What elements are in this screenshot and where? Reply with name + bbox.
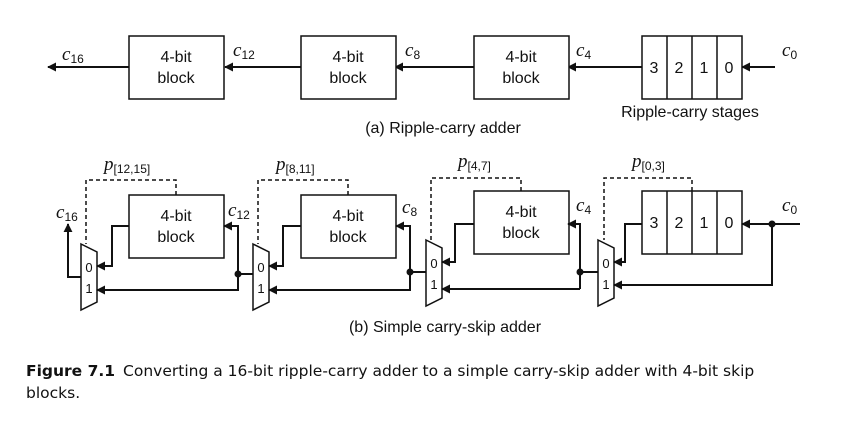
label-p4-7: p[4,7] [456,151,491,173]
block-4-7: 4-bit block [473,35,570,100]
label-p12-15: p[12,15] [102,154,150,176]
wire-block8-out [268,225,301,271]
figure-caption: Figure 7.1 Converting a 16-bit ripple-car… [26,362,754,402]
block-label-top: 4-bit [505,204,537,221]
dash-p8-11 [257,179,349,244]
caption-line1: Figure 7.1 Converting a 16-bit ripple-car… [26,362,754,380]
block-label-bottom: block [502,225,540,242]
label-p0-3: p[0,3] [630,151,665,173]
block-12-15: 4-bit block [128,35,225,100]
wire-c4 [567,219,598,273]
subcaption-b: (b) Simple carry-skip adder [349,319,542,336]
caption-text: Converting a 16-bit ripple-carry adder t… [123,362,754,380]
block-label-bottom: block [157,229,195,246]
caption-line2: blocks. [26,384,80,402]
block-8-11: 4-bit block [300,35,397,100]
mux-input-1: 1 [602,277,609,292]
mux-0: 0 1 [597,238,615,308]
block-label-bottom: block [502,70,540,87]
mux-input-0: 0 [257,260,264,275]
label-p8-11: p[8,11] [274,154,315,176]
mux-input-1: 1 [430,277,437,292]
label-c12: c12 [233,40,255,62]
label-c8: c8 [405,40,420,62]
stage-digit: 0 [725,60,734,77]
mux-12: 0 1 [80,242,98,312]
label-c16: c16 [56,202,78,224]
dash-p12-15 [85,179,177,244]
stage-digit: 2 [675,215,684,232]
label-c4: c4 [576,195,591,217]
block-label-top: 4-bit [332,49,364,66]
stage-digit: 3 [650,215,659,232]
mux-input-1: 1 [257,281,264,296]
mux-4: 0 1 [425,238,443,308]
wire-block0-out [613,223,642,267]
wire-skip-c0 [613,224,773,290]
block-label-top: 4-bit [332,208,364,225]
skip-block-12-15: 4-bit block [128,194,225,259]
stage-digit: 0 [725,215,734,232]
wire-c16-out [63,223,81,278]
block-label-top: 4-bit [160,49,192,66]
label-c12: c12 [228,200,250,222]
wire-skip-c12 [96,274,239,295]
mux-input-0: 0 [602,256,609,271]
skip-block-4-7: 4-bit block [473,190,570,255]
block-label-top: 4-bit [505,49,537,66]
stage-digit: 3 [650,60,659,77]
mux-input-0: 0 [430,256,437,271]
block-label-bottom: block [157,70,195,87]
block-label-top: 4-bit [160,208,192,225]
block-label-bottom: block [329,229,367,246]
wire-c12 [223,221,253,275]
stage-digit: 1 [700,215,709,232]
label-c0: c0 [782,40,797,62]
caption-label: Figure 7.1 [26,362,115,380]
label-c16: c16 [62,44,84,66]
dash-p4-7 [430,177,522,240]
mux-8: 0 1 [252,242,270,312]
wire-c8 [395,221,426,273]
wire-block4-out [441,223,474,267]
label-c0: c0 [782,195,797,217]
ripple-stages: 3 2 1 0 [641,35,743,100]
label-c4: c4 [576,40,591,62]
stage-digit: 1 [700,60,709,77]
mux-input-0: 0 [85,260,92,275]
subcaption-a: (a) Ripple-carry adder [365,120,521,137]
mux-input-1: 1 [85,281,92,296]
block-label-bottom: block [329,70,367,87]
skip-block-8-11: 4-bit block [300,194,397,259]
label-c8: c8 [402,197,417,219]
ripple-carry-adder: 4-bit block 4-bit block 4-bit block 3 2 … [47,35,797,137]
stages-label: Ripple-carry stages [621,104,759,121]
wire-skip-c8 [268,272,411,295]
carry-skip-adder: 4-bit block 4-bit block 4-bit block 3 2 … [56,151,800,336]
skip-ripple-stages: 3 2 1 0 [641,190,743,255]
stage-digit: 2 [675,60,684,77]
wire-block12-out [96,225,129,271]
dash-p0-3 [603,177,693,240]
